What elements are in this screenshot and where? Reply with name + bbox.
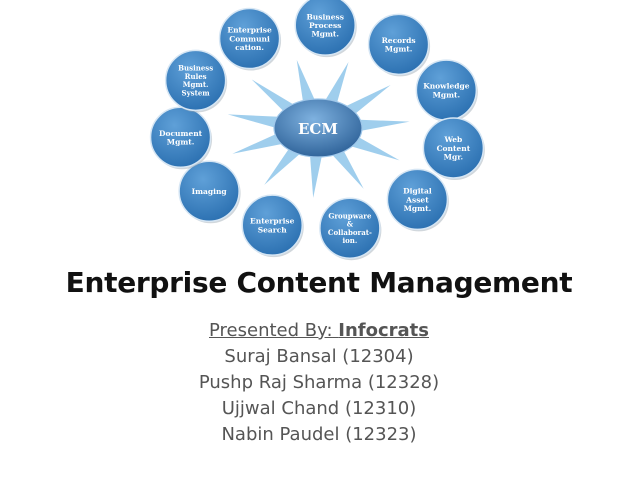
page-title: Enterprise Content Management [65, 266, 573, 299]
member-4: Nabin Paudel (12323) [221, 424, 417, 445]
diagram-ray [321, 61, 349, 112]
diagram-node-label: Mgmt. [385, 45, 413, 54]
diagram-node-label: Business [306, 12, 344, 21]
diagram-node-label: Search [258, 225, 288, 234]
member-3: Ujjwal Chand (12310) [221, 398, 417, 419]
diagram-node-label: & [347, 220, 354, 229]
diagram-node-label: ion. [342, 236, 357, 245]
member-2: Pushp Raj Sharma (12328) [198, 372, 440, 393]
diagram-node-label: Enterprise [227, 26, 272, 35]
diagram-node-circle [149, 106, 212, 169]
diagram-node-circle [386, 168, 449, 231]
diagram-ray [309, 147, 324, 198]
diagram-node-label: Groupware [328, 212, 372, 221]
diagram-node-label: Records [382, 36, 416, 45]
diagram-node-label: Knowledge [423, 82, 470, 91]
diagram-node-circle [422, 117, 485, 179]
diagram-node-label: cation. [235, 43, 264, 52]
diagram-node-circle [178, 160, 240, 223]
presented-by-line: Presented By: Infocrats [0, 318, 638, 344]
diagram-ray [296, 59, 318, 111]
diagram-node-label: Process [309, 21, 341, 30]
diagram-node-label: Business [178, 64, 213, 73]
diagram-node-label: Asset [405, 195, 429, 204]
diagram-node-label: Mgmt. [311, 30, 339, 39]
diagram-node-circle [319, 197, 381, 259]
presented-by-label: Presented By: [209, 320, 333, 341]
diagram-node-label: Mgmt. [433, 90, 461, 99]
diagram-node-label: Document [159, 129, 203, 138]
diagram-node-circle [164, 49, 227, 112]
diagram-node-label: Web [443, 135, 462, 144]
diagram-node-label: Imaging [192, 187, 228, 196]
diagram-node-label: Content [437, 144, 471, 153]
diagram-node-label: Collaborat- [328, 228, 372, 237]
diagram-node-circle [367, 13, 430, 76]
diagram-node-label: Enterprise [250, 217, 295, 226]
diagram-node-circle [241, 194, 303, 256]
diagram-node-label: Mgmt. [404, 204, 432, 213]
ecm-center-label: ECM [298, 120, 338, 138]
diagram-node-circle [218, 7, 281, 70]
diagram-node-label: Communi [229, 34, 270, 43]
presenters-block: Presented By: Infocrats Suraj Bansal (12… [0, 318, 638, 448]
diagram-node-label: Digital [403, 187, 432, 196]
diagram-node-label: System [182, 88, 211, 97]
diagram-center: ECM [273, 98, 363, 158]
diagram-node-label: Mgr. [444, 153, 463, 162]
diagram-node-label: Mgmt. [167, 138, 195, 147]
diagram-node-label: Rules [185, 72, 207, 81]
diagram-node-label: Mgmt. [183, 80, 209, 89]
ecm-diagram: BusinessProcessMgmt.RecordsMgmt.Knowledg… [149, 0, 485, 261]
group-name: Infocrats [338, 320, 429, 341]
diagram-node: Groupware&Collaborat-ion. [319, 197, 382, 261]
ecm-center-ellipse [273, 98, 363, 158]
diagram-nodes: BusinessProcessMgmt.RecordsMgmt.Knowledg… [149, 0, 485, 261]
diagram-ray [347, 119, 410, 134]
diagram-node-circle [294, 0, 356, 56]
member-1: Suraj Bansal (12304) [224, 346, 414, 367]
diagram-node: Imaging [178, 160, 241, 224]
